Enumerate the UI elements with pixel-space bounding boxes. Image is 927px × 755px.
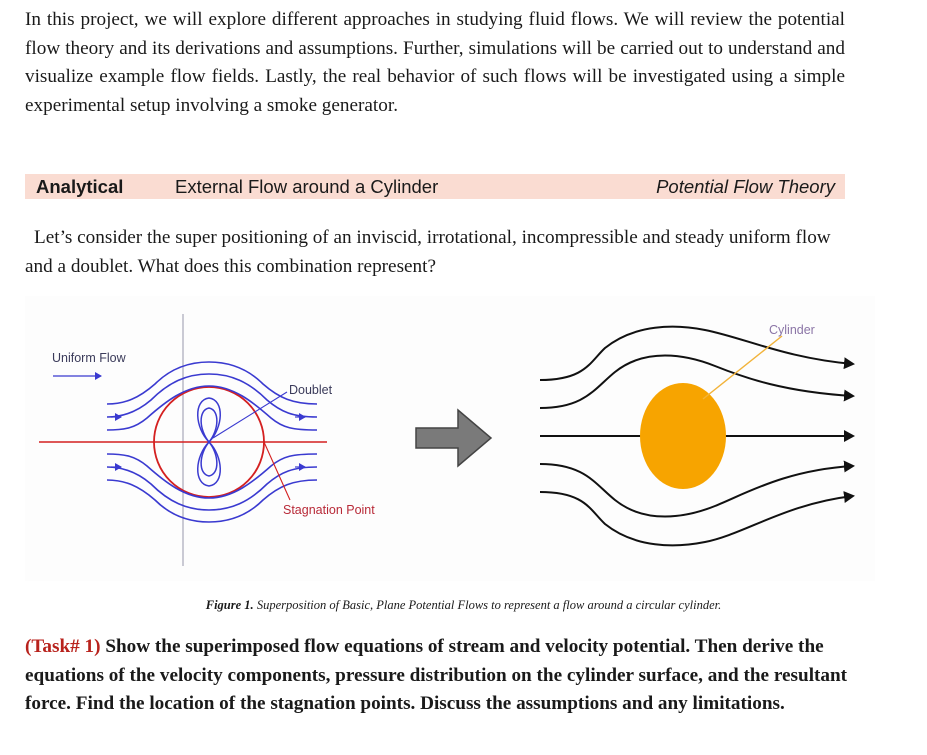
streamlines-lower — [106, 453, 318, 523]
streamline-arrows — [111, 413, 306, 471]
uniform-flow-label: Uniform Flow — [52, 351, 127, 365]
stagnation-point-label: Stagnation Point — [283, 503, 375, 517]
task-text: Show the superimposed flow equations of … — [25, 636, 848, 714]
figure-1: Uniform Flow Doublet Stagnation Point Cy… — [25, 296, 875, 581]
cylinder-label: Cylinder — [769, 323, 815, 337]
doublet-loops — [197, 397, 221, 487]
band-category: Analytical — [36, 176, 124, 197]
task-number: (Task# 1) — [25, 636, 101, 657]
task-paragraph: (Task# 1) Show the superimposed flow equ… — [25, 633, 855, 719]
stagnation-leader-line — [263, 441, 291, 501]
cylinder-shape — [640, 383, 726, 489]
band-theory: Potential Flow Theory — [656, 176, 835, 197]
doublet-label: Doublet — [289, 383, 333, 397]
intro-paragraph: In this project, we will explore differe… — [25, 9, 845, 116]
doublet-leader-line — [212, 391, 288, 439]
section-band: Analytical External Flow around a Cylind… — [25, 174, 845, 199]
caption-text: Superposition of Basic, Plane Potential … — [256, 598, 722, 612]
right-diagram: Cylinder — [539, 323, 855, 547]
streamlines-upper — [106, 361, 318, 431]
left-diagram: Uniform Flow Doublet Stagnation Point — [39, 314, 375, 566]
question-paragraph: Let’s consider the super positioning of … — [25, 227, 831, 277]
transition-arrow-icon — [415, 408, 493, 468]
cylinder-leader-line — [702, 335, 783, 400]
figure-caption: Figure 1. Superposition of Basic, Plane … — [0, 598, 927, 613]
band-topic: External Flow around a Cylinder — [175, 176, 439, 197]
figure-svg: Uniform Flow Doublet Stagnation Point Cy… — [39, 314, 855, 566]
caption-number: Figure 1. — [205, 598, 254, 612]
